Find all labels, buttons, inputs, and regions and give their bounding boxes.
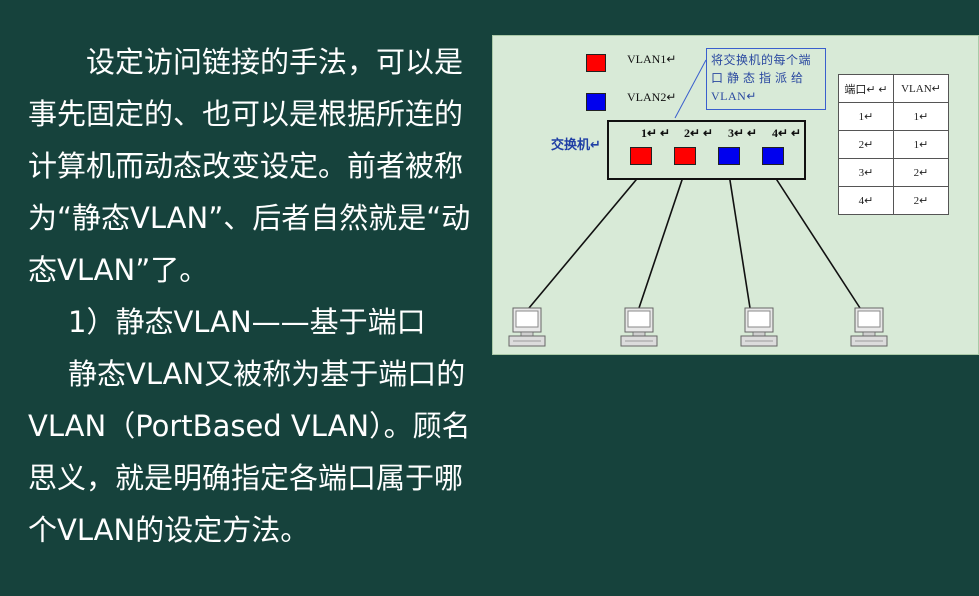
callout-box: 将交换机的每个端 口 静 态 指 派 给 VLAN↵ [706, 48, 826, 110]
port-4-box [762, 147, 784, 165]
computer-icon [508, 307, 546, 347]
table-cell: 2↵ [893, 186, 949, 215]
connection-lines [528, 59, 861, 309]
callout-line-3: VLAN↵ [711, 89, 757, 103]
table-row: 1↵ 1↵ [838, 102, 949, 131]
legend-vlan2-swatch [586, 93, 606, 111]
table-row: 3↵ 2↵ [838, 158, 949, 187]
port-number-1: 1↵ ↵ [641, 126, 671, 140]
port-3-box [718, 147, 740, 165]
port-number-3: 3↵ ↵ [728, 126, 758, 140]
table-cell: 2↵ [893, 158, 949, 187]
port-vlan-table: 端口↵ ↵ VLAN↵ 1↵ 1↵ 2↵ 1↵ 3↵ 2↵ 4↵ 2↵ [838, 74, 949, 215]
table-header-port: 端口↵ ↵ [838, 74, 894, 103]
table-row: 2↵ 1↵ [838, 130, 949, 159]
table-row: 4↵ 2↵ [838, 186, 949, 215]
computer-icon [740, 307, 778, 347]
table-header-vlan: VLAN↵ [893, 74, 949, 103]
cable-1 [528, 173, 642, 309]
port-2-box [674, 147, 696, 165]
computer-icon [850, 307, 888, 347]
port-number-2: 2↵ ↵ [684, 126, 714, 140]
table-cell: 1↵ [838, 102, 894, 131]
legend-vlan2-label: VLAN2↵ [627, 90, 677, 104]
switch-label: 交换机↵ [551, 138, 601, 153]
table-cell: 1↵ [893, 130, 949, 159]
legend-vlan1-label: VLAN1↵ [627, 52, 677, 66]
table-cell: 4↵ [838, 186, 894, 215]
table-cell: 3↵ [838, 158, 894, 187]
callout-line-2: 口 静 态 指 派 给 [711, 71, 804, 85]
paragraph-heading: 1）静态VLAN——基于端口 [68, 305, 426, 339]
table-header-row: 端口↵ ↵ VLAN↵ [838, 74, 949, 103]
cable-4 [772, 173, 861, 309]
cable-2 [638, 173, 685, 309]
callout-line-1: 将交换机的每个端 [711, 53, 812, 67]
port-1-box [630, 147, 652, 165]
table-cell: 1↵ [893, 102, 949, 131]
paragraph-definition: 静态VLAN又被称为基于端口的VLAN（PortBased VLAN）。顾名思义… [28, 357, 471, 547]
computer-icon [620, 307, 658, 347]
text-body: 设定访问链接的手法，可以是事先固定的、也可以是根据所连的计算机而动态改变设定。前… [28, 36, 484, 556]
vlan-diagram: VLAN1↵ VLAN2↵ 将交换机的每个端 口 静 态 指 派 给 VLAN↵… [492, 35, 979, 355]
port-number-4: 4↵ ↵ [772, 126, 802, 140]
callout-pointer [674, 59, 707, 119]
table-cell: 2↵ [838, 130, 894, 159]
paragraph-intro: 设定访问链接的手法，可以是事先固定的、也可以是根据所连的计算机而动态改变设定。前… [28, 45, 471, 287]
cable-3 [728, 173, 751, 309]
legend-vlan1-swatch [586, 54, 606, 72]
